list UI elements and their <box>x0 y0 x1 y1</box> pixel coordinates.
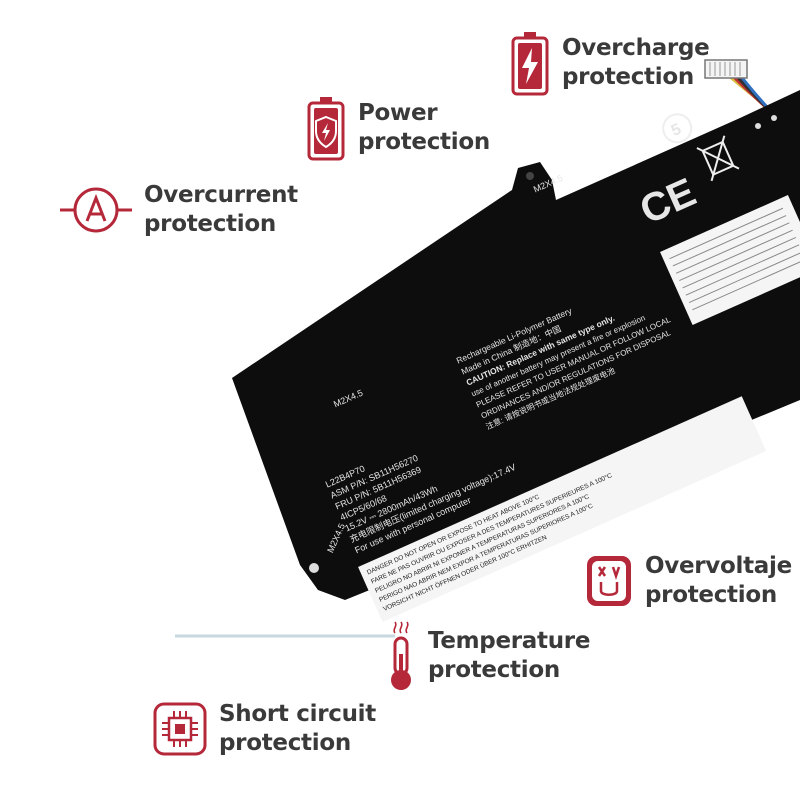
feature-overcurrent: Overcurrent protection <box>60 180 298 240</box>
multilingual-sticker <box>660 195 800 326</box>
feature-short-circuit: Short circuit protection <box>153 700 376 758</box>
circuit-chip-icon <box>153 702 207 756</box>
feature-power-label: Power protection <box>358 100 490 155</box>
feature-short-circuit-label: Short circuit protection <box>219 701 376 756</box>
connector-cable <box>704 59 784 125</box>
weee-icon <box>696 135 740 182</box>
warning-sticker <box>358 396 767 622</box>
recycle-mark: 5 <box>669 121 684 140</box>
recycle-mark-circle <box>662 113 693 144</box>
feature-overcurrent-label: Overcurrent protection <box>144 182 298 237</box>
voltage-icon <box>587 556 631 606</box>
mount-hole <box>771 115 777 121</box>
mount-hole <box>309 563 319 573</box>
feature-temperature: Temperature protection <box>386 620 590 692</box>
mount-hole <box>526 172 534 180</box>
ammeter-icon <box>60 187 132 233</box>
feature-overvoltage: Overvoltaje protection <box>585 552 792 610</box>
battery-bolt-icon <box>511 32 549 96</box>
feature-power: Power protection <box>306 95 490 161</box>
feature-overcharge: Overcharge protection <box>510 30 710 96</box>
battery-shield-icon <box>307 97 345 161</box>
feature-temperature-label: Temperature protection <box>428 628 591 683</box>
battery-body <box>232 90 800 600</box>
feature-overvoltage-label: Overvoltaje protection <box>645 553 792 608</box>
mount-hole <box>755 123 761 129</box>
thermometer-icon <box>391 621 411 690</box>
feature-overcharge-label: Overcharge protection <box>562 35 710 90</box>
